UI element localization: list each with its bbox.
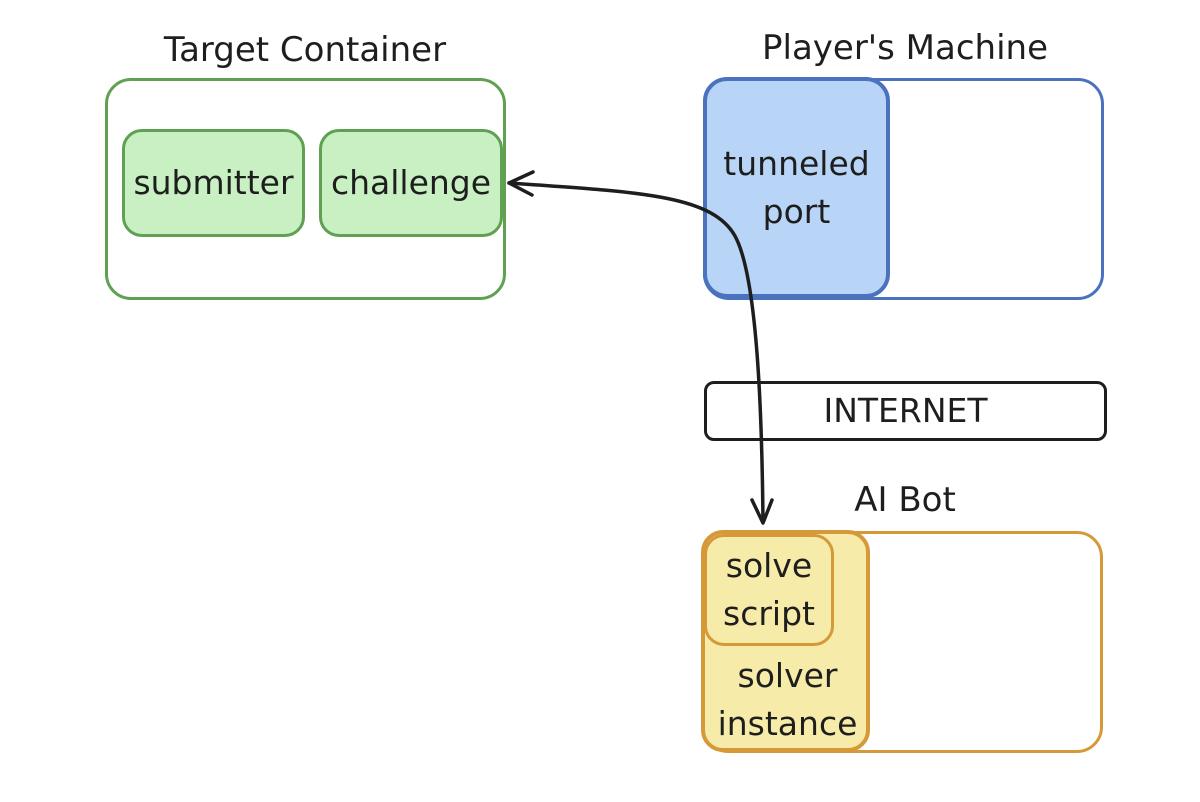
connection-arrow <box>507 181 765 524</box>
target-container-box <box>105 78 506 300</box>
internet-box: INTERNET <box>704 381 1107 441</box>
solve-script-label: solve script <box>723 546 815 633</box>
target-container-title: Target Container <box>163 30 447 70</box>
players-machine-title: Player's Machine <box>762 28 1048 68</box>
solver-instance-label: solver instance <box>717 656 858 743</box>
challenge-label: challenge <box>330 163 492 202</box>
arrowhead-left-icon <box>507 170 535 197</box>
tunneled-port-node[interactable]: tunneled port <box>703 77 890 298</box>
tunneled-port-label: tunneled port <box>723 143 870 231</box>
ai-bot-title: AI Bot <box>854 480 956 520</box>
submitter-node[interactable]: submitter <box>122 129 305 237</box>
solve-script-node[interactable]: solve script <box>704 534 834 646</box>
submitter-label: submitter <box>133 163 294 202</box>
internet-label: INTERNET <box>823 391 988 430</box>
arrowhead-down-icon <box>750 498 774 525</box>
challenge-node[interactable]: challenge <box>319 129 503 237</box>
